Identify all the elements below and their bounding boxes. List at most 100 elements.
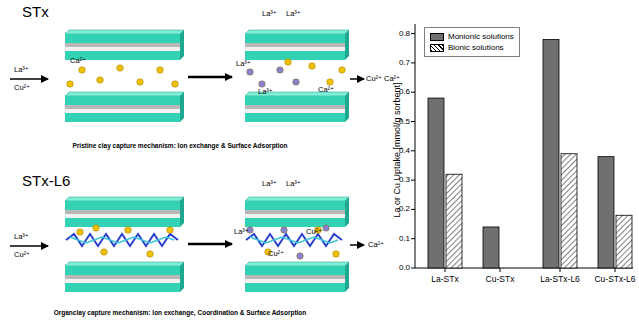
ion-dot	[172, 81, 179, 88]
ion-label: La³⁺	[236, 60, 251, 68]
clay-slab	[245, 262, 349, 292]
ion-dot	[117, 65, 124, 72]
bar-monionic	[428, 98, 444, 268]
tick-label: 0.7	[399, 58, 410, 67]
tick-label: 0.8	[399, 29, 410, 38]
ion-dot	[247, 69, 254, 76]
clay-slab	[65, 92, 184, 122]
polymer-chain	[66, 234, 342, 246]
ion-label: Cu²⁺	[306, 228, 322, 236]
ion-dot	[77, 229, 84, 236]
category-label: La-STx-L6	[540, 275, 580, 284]
ion-dot	[327, 79, 334, 86]
ion-dot	[323, 225, 330, 232]
ion-dot	[137, 79, 144, 86]
bar-monionic	[598, 157, 614, 268]
category-label: Cu-STx-L6	[594, 275, 635, 284]
tick	[411, 268, 415, 269]
caption: Pristine clay capture mechanism: Ion exc…	[72, 142, 287, 149]
arrows	[10, 77, 364, 246]
ion-dot	[285, 59, 292, 66]
legend-hatch-swatch	[430, 44, 444, 52]
ion-dot	[297, 253, 304, 260]
bar-bionic	[446, 174, 462, 268]
ion-dot	[97, 77, 104, 84]
tick-label: 0.6	[399, 88, 410, 97]
ion-label: Cu²⁺	[14, 84, 30, 92]
bar-bionic	[616, 215, 632, 268]
ion-label: La³⁺	[258, 88, 273, 96]
tick	[411, 62, 415, 63]
tick	[500, 268, 501, 272]
ion-dot	[93, 225, 100, 232]
legend-entry: Bionic solutions	[430, 42, 514, 53]
ion-label: Cu²⁺	[268, 250, 284, 258]
ion-dot	[339, 67, 346, 74]
tick-label: 0.0	[399, 264, 410, 273]
tick	[560, 268, 561, 272]
ion-label: La³⁺	[14, 233, 29, 241]
ion-dot	[79, 67, 86, 74]
category-label: Cu-STx	[486, 275, 515, 284]
tick	[411, 121, 415, 122]
tick	[411, 180, 415, 181]
tick-label: 0.1	[399, 234, 410, 243]
ion-label: Cu²⁺	[14, 251, 30, 259]
legend-swatch	[430, 33, 444, 41]
ion-label: La³⁺	[286, 180, 301, 188]
caption: Organclay capture mechanism: Ion exchang…	[54, 309, 307, 316]
ion-dot	[125, 227, 132, 234]
ion-label: La³⁺	[262, 180, 277, 188]
ion-label: Cu²⁺	[366, 75, 382, 83]
panel-title: STx-L6	[22, 173, 70, 190]
ion-dot	[309, 63, 316, 70]
tick	[445, 268, 446, 272]
bar-chart	[411, 24, 633, 272]
tick	[411, 33, 415, 34]
tick-label: 0.4	[399, 146, 410, 155]
tick-label: 0.5	[399, 117, 410, 126]
ion-dot	[293, 79, 300, 86]
clay-slab	[65, 197, 184, 227]
ion-dot	[67, 81, 74, 88]
clay-slab	[245, 197, 349, 227]
tick-label: 0.3	[399, 176, 410, 185]
clay-layers	[65, 30, 349, 292]
ion-dot	[157, 67, 164, 74]
legend-text: Bionic solutions	[448, 42, 504, 53]
ion-dot	[277, 67, 284, 74]
y-axis	[415, 24, 416, 268]
tick-label: 0.2	[399, 205, 410, 214]
bar-monionic	[483, 227, 499, 268]
clay-slab	[245, 92, 349, 122]
ion-label: Ca²⁺	[318, 86, 334, 94]
ion-dot	[147, 251, 154, 258]
ion-label: Ca²⁺	[70, 57, 86, 65]
ion-label: Ca²⁺	[384, 75, 400, 83]
tick	[411, 92, 415, 93]
clay-slab	[245, 30, 349, 60]
clay-slab	[65, 30, 184, 60]
legend-text: Monionic solutions	[448, 31, 514, 42]
tick	[411, 209, 415, 210]
bar-bionic	[561, 154, 577, 268]
tick	[411, 238, 415, 239]
legend-entry: Monionic solutions	[430, 31, 514, 42]
ion-dot	[281, 227, 288, 234]
clay-slab	[65, 262, 184, 292]
ion-dot	[259, 81, 266, 88]
category-label: La-STx	[431, 275, 458, 284]
ion-label: La³⁺	[286, 10, 301, 18]
ion-label: La³⁺	[14, 66, 29, 74]
ion-label: La³⁺	[234, 228, 249, 236]
ion-dot	[101, 249, 108, 256]
panel-title: STx	[22, 4, 49, 21]
tick	[411, 150, 415, 151]
ion-dot	[167, 227, 174, 234]
tick	[615, 268, 616, 272]
bar-monionic	[543, 39, 559, 268]
legend-box: Monionic solutionsBionic solutions	[424, 27, 520, 57]
ion-label: Ca²⁺	[368, 241, 384, 249]
